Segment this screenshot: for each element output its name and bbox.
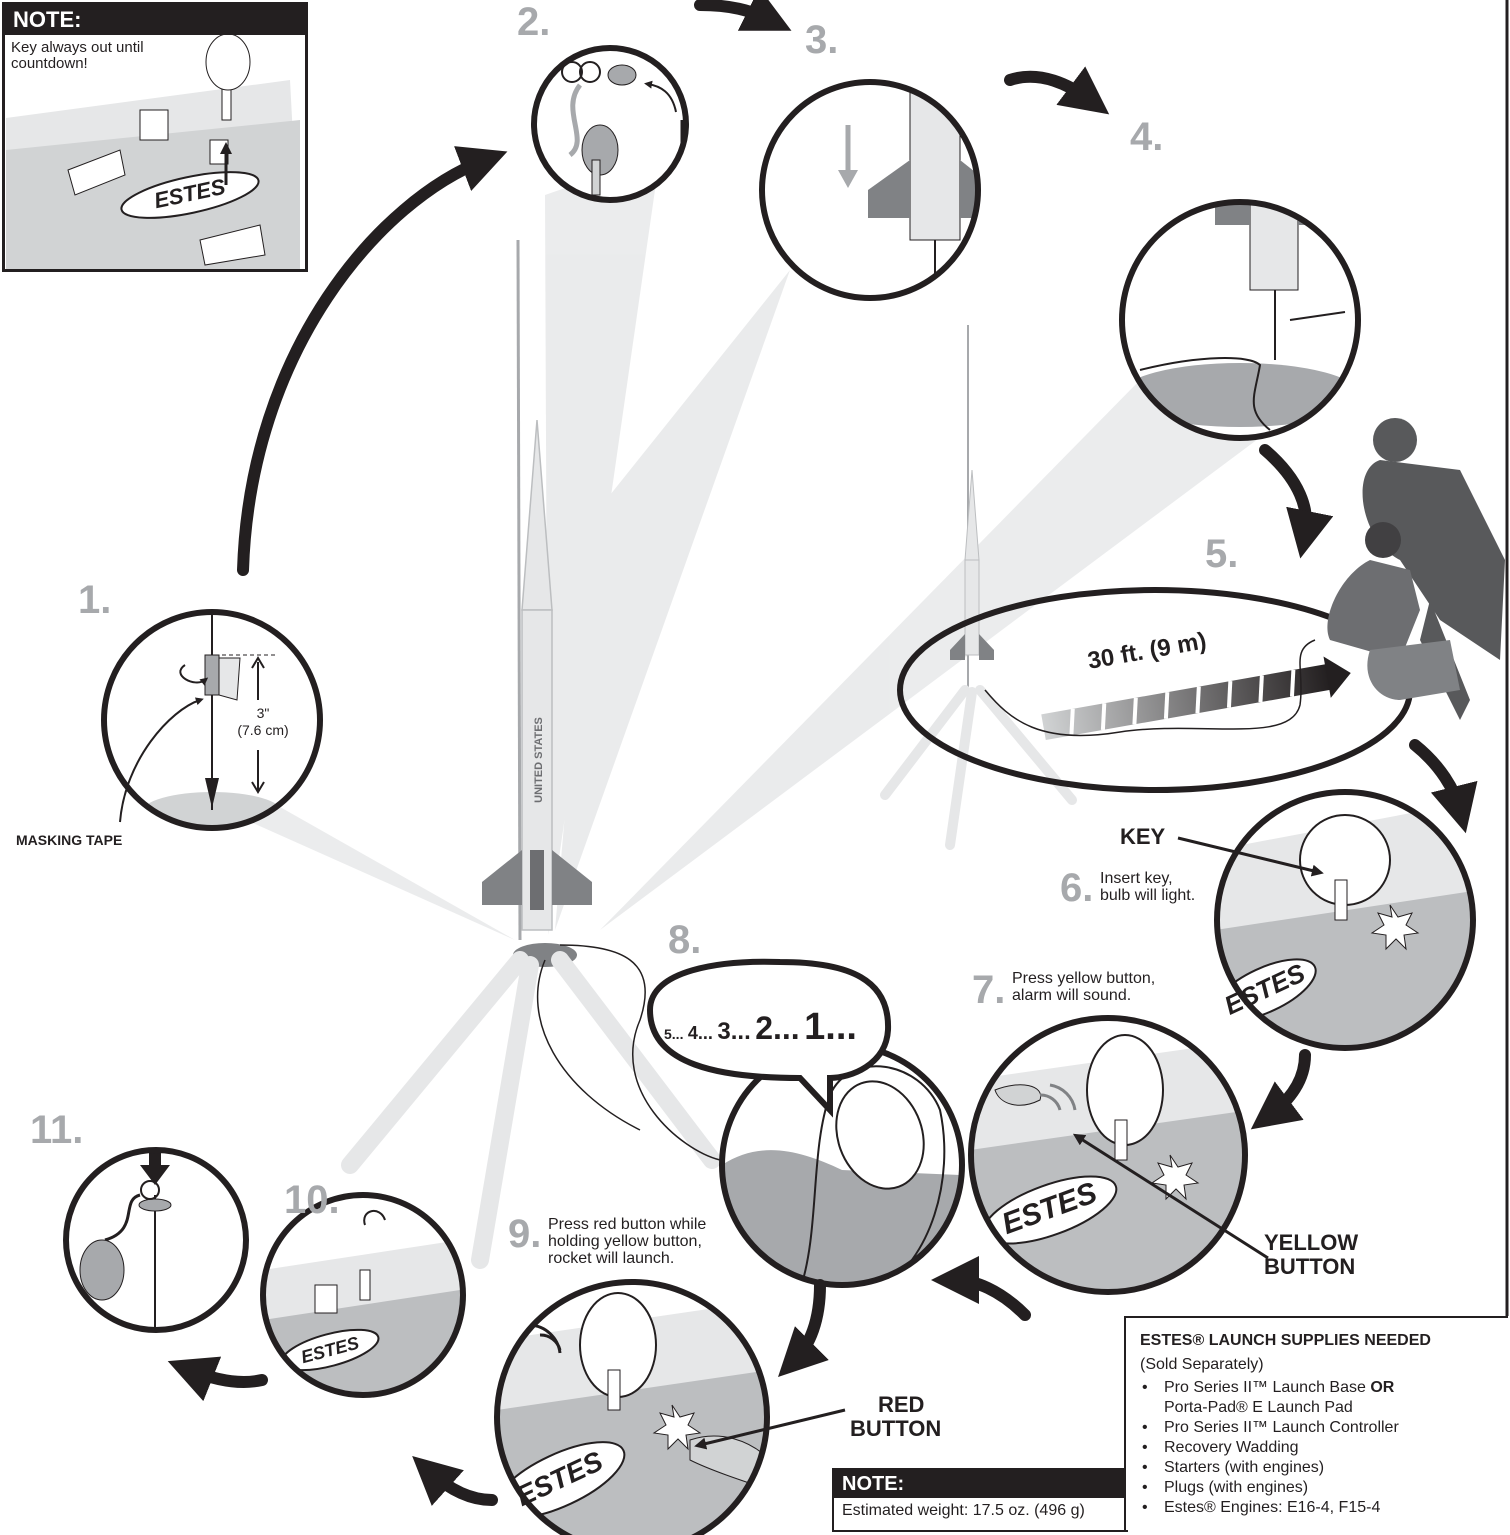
note-top-box: NOTE: Key always out until countdown! [2,2,308,272]
list-item: Plugs (with engines) [1142,1478,1508,1498]
list-item: Recovery Wadding [1142,1438,1508,1458]
note-top-text: Key always out until countdown! [11,39,144,72]
countdown-4: 4... [687,1023,713,1043]
step7-circle [968,1015,1269,1295]
main-rocket-assembly: UNITED STATES [341,239,721,1269]
step-number-3: 3. [805,18,839,62]
step6-circle [1177,789,1476,1051]
list-item: Starters (with engines) [1142,1458,1508,1478]
step9-line2: holding yellow button, [548,1233,702,1250]
step7-line2: alarm will sound. [1012,987,1132,1004]
step9-line1: Press red button while [548,1216,707,1233]
distance-bar [1041,656,1351,740]
key-label: KEY [1120,824,1166,849]
rocket-body-text: UNITED STATES [533,717,545,803]
step-number-8: 8. [668,918,702,962]
countdown-1: 1... [804,1006,857,1048]
controller-illustration-top [6,33,300,270]
speech-bubble [646,958,892,1118]
step-number-5: 5. [1205,532,1239,576]
note-top-heading: NOTE: [5,5,305,35]
step6-line2: bulb will light. [1100,887,1196,904]
supplies-subtitle: (Sold Separately) [1140,1356,1264,1373]
note-bottom-heading: NOTE: [834,1470,1126,1498]
yellow-button-label-1: YELLOW [1264,1230,1359,1255]
step9-circle [494,1279,846,1535]
step-number-1: 1. [78,578,112,622]
flow-arrows [167,0,1478,1506]
launch-supplies-box: ESTES® LAUNCH SUPPLIES NEEDED (Sold Sepa… [1124,1316,1508,1530]
red-button-label-2: BUTTON [850,1416,942,1441]
step11-circle [63,1147,249,1333]
step1-measure-cm: (7.6 cm) [237,722,289,738]
red-button-label-1: RED [878,1392,925,1417]
people-photo [1327,418,1505,720]
step-number-6: 6. [1060,866,1094,910]
note-bottom-box: NOTE: Estimated weight: 17.5 oz. (496 g) [832,1468,1128,1532]
supplies-title: ESTES® LAUNCH SUPPLIES NEEDED [1140,1332,1431,1349]
step2-circle [531,45,689,203]
step-number-2: 2. [517,0,551,44]
step-number-11: 11. [30,1108,84,1152]
spotlight-beams [235,155,1270,940]
countdown-text: 5... 4... 3... 2... 1... [664,1008,857,1046]
step9-line3: rocket will launch. [548,1250,675,1267]
list-item: Pro Series II™ Launch Base OR Porta-Pad®… [1142,1378,1508,1418]
countdown-3: 3... [717,1018,751,1045]
yellow-button-label-2: BUTTON [1264,1254,1356,1279]
list-item: Estes® Engines: E16-4, F15-4 [1142,1498,1508,1518]
list-item: Pro Series II™ Launch Controller [1142,1418,1508,1438]
step-number-7: 7. [972,968,1006,1012]
step7-line1: Press yellow button, [1012,970,1156,987]
note-bottom-text: Estimated weight: 17.5 oz. (496 g) [842,1502,1085,1519]
countdown-5: 5... [664,1026,684,1042]
step3-circle [759,79,981,301]
step6-line1: Insert key, [1100,870,1173,887]
countdown-2: 2... [755,1010,800,1046]
step-number-4: 4. [1130,115,1164,159]
step1-circle [101,609,323,831]
step8-circle [646,958,965,1288]
supplies-list: Pro Series II™ Launch Base OR Porta-Pad®… [1126,1378,1508,1518]
step1-measure-in: 3" [256,705,270,721]
step-number-10: 10. [284,1178,340,1222]
step-number-9: 9. [508,1212,542,1256]
step10-circle [260,1192,466,1398]
step4-circle [1119,199,1361,441]
masking-tape-label: MASKING TAPE [16,832,123,848]
